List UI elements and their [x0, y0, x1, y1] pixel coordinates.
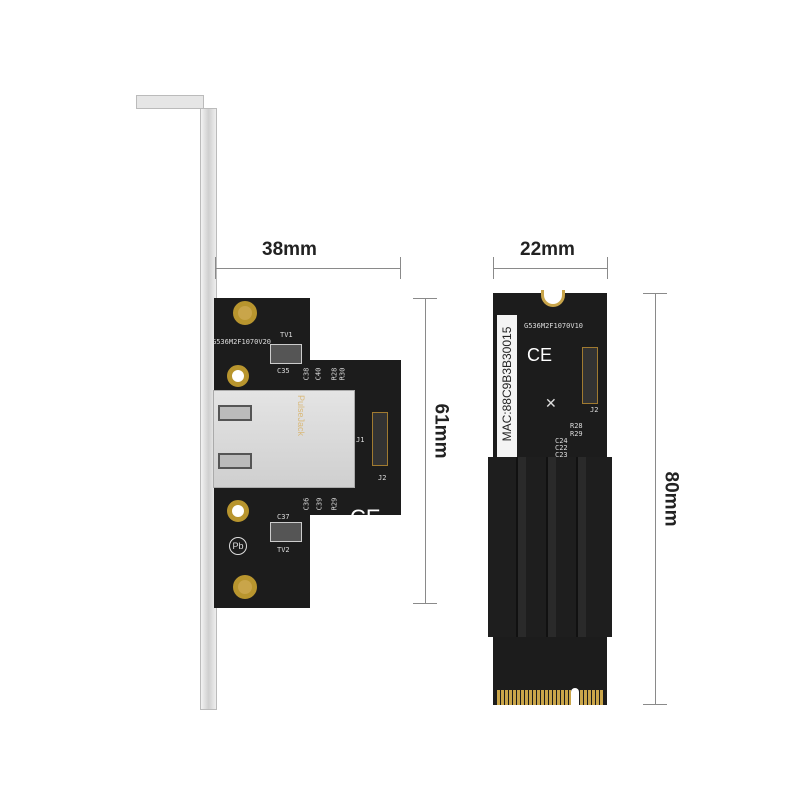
label-tv2: TV2	[277, 546, 290, 554]
dim-tick	[643, 704, 667, 705]
notch-key	[571, 688, 579, 706]
width-label-right: 22mm	[520, 239, 575, 260]
component	[270, 344, 302, 364]
mount-hole	[227, 500, 249, 522]
bracket-top-tab	[136, 95, 204, 109]
heatsink	[488, 457, 612, 637]
m2-socket	[372, 412, 388, 466]
label-j1: J1	[356, 436, 365, 444]
label-r28: R28	[330, 367, 339, 381]
label-r29: R29	[330, 497, 339, 511]
screw	[233, 301, 257, 325]
label-c37: C37	[277, 513, 290, 521]
rj45-port-slot	[218, 453, 252, 469]
width-label-left: 38mm	[262, 239, 317, 260]
label-r30: R30	[338, 367, 347, 381]
dim-tick	[215, 257, 216, 279]
gold-fingers	[497, 690, 571, 705]
connector-brand: PulseJack	[296, 395, 306, 437]
heatsink-fin	[546, 457, 556, 637]
model-text: G536M2F1070V20	[212, 338, 272, 346]
height-label-right: 80mm	[660, 471, 682, 527]
label-c39: C39	[315, 497, 324, 511]
mount-hole	[227, 365, 249, 387]
label-j2: J2	[590, 406, 599, 414]
lead-free-icon: Pb	[229, 537, 247, 555]
model-text: G536M2F1070V10	[524, 322, 584, 330]
rj45-port-slot	[218, 405, 252, 421]
dim-tick	[400, 257, 401, 279]
label-c22: C22	[555, 444, 568, 452]
label-c36: C36	[302, 497, 311, 511]
rj45-connector: PulseJack	[213, 390, 355, 488]
label-r28: R28	[570, 422, 583, 430]
label-j2: J2	[378, 474, 387, 482]
gold-fingers	[580, 690, 604, 705]
dim-tick	[607, 257, 608, 279]
label-tv1: TV1	[280, 331, 293, 339]
component	[270, 522, 302, 542]
heatsink-fin	[576, 457, 586, 637]
mac-text: MAC:88C9B3B30015	[500, 326, 514, 442]
screw-notch	[541, 290, 565, 307]
label-c40: C40	[314, 367, 323, 381]
weee-icon: ✕	[545, 395, 557, 411]
dim-line	[215, 268, 400, 269]
height-label-left: 61mm	[430, 403, 452, 459]
ce-mark: CE	[527, 345, 553, 365]
dim-tick	[413, 298, 437, 299]
dim-tick	[493, 257, 494, 279]
dim-line	[493, 268, 607, 269]
label-c23: C23	[555, 451, 568, 459]
mac-label: MAC:88C9B3B30015	[497, 315, 517, 457]
m2-socket	[582, 347, 598, 404]
label-r29: R29	[570, 430, 583, 438]
screw	[233, 575, 257, 599]
dim-tick	[413, 603, 437, 604]
label-c24: C24	[555, 437, 568, 445]
ce-mark: CE	[350, 505, 381, 530]
label-c35: C35	[277, 367, 290, 375]
dim-line	[425, 298, 426, 604]
label-c38: C38	[302, 367, 311, 381]
dim-tick	[643, 293, 667, 294]
heatsink-fin	[516, 457, 526, 637]
dim-line	[655, 293, 656, 705]
